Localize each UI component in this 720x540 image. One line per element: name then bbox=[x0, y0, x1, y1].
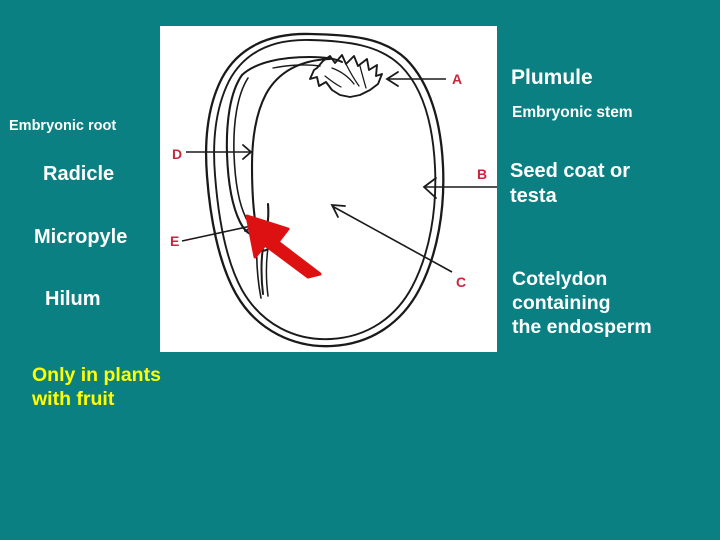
plumule-vein-4 bbox=[324, 75, 342, 88]
arrowhead-a bbox=[385, 71, 399, 87]
label-plumule: Plumule bbox=[511, 66, 593, 89]
radicle-hook-top-detail bbox=[272, 64, 321, 69]
micropyle-seam bbox=[260, 247, 264, 295]
arrowhead-b bbox=[422, 177, 437, 199]
cotyledon-boundary-upper bbox=[250, 57, 332, 234]
label-embryonic-root: Embryonic root bbox=[9, 118, 117, 134]
hilum-pointer-arrow-shape bbox=[245, 214, 322, 279]
micropyle-seam-inner bbox=[265, 247, 269, 297]
arrowhead-c bbox=[330, 203, 346, 218]
diagram-letter-c: C bbox=[456, 274, 466, 290]
plumule-vein-3 bbox=[359, 65, 367, 89]
diagram-letter-e: E bbox=[170, 233, 179, 249]
diagram-letter-a: A bbox=[452, 71, 462, 87]
plumule-vein-1 bbox=[331, 67, 355, 85]
label-micropyle: Micropyle bbox=[34, 226, 128, 248]
label-only-in-plants-with-fruit-note: Only in plants with fruit bbox=[32, 364, 161, 411]
seed-coat-outer bbox=[204, 32, 445, 348]
diagram-letter-d: D bbox=[172, 146, 182, 162]
leader-lines-group bbox=[181, 78, 497, 273]
seed-diagram-panel: A B C D E bbox=[160, 26, 497, 352]
arrowhead-d bbox=[242, 144, 253, 160]
radicle-hook-top bbox=[241, 56, 343, 76]
hilum-pointer-arrow bbox=[245, 214, 322, 279]
plumule-vein-2 bbox=[345, 63, 360, 87]
seed-diagram-illustration: A B C D E bbox=[160, 26, 497, 352]
seed-coat-inner bbox=[213, 39, 437, 341]
diagram-letter-b: B bbox=[477, 166, 487, 182]
label-hilum: Hilum bbox=[45, 288, 101, 310]
diagram-background bbox=[160, 26, 497, 352]
label-embryonic-stem: Embryonic stem bbox=[512, 104, 633, 121]
label-cotelydon-containing-the-endosperm: Cotelydon containing the endosperm bbox=[512, 268, 652, 338]
label-radicle: Radicle bbox=[43, 163, 115, 185]
leader-line-e bbox=[181, 224, 257, 242]
leader-line-c bbox=[331, 205, 453, 273]
label-seed-coat-or-testa: Seed coat or testa bbox=[510, 160, 631, 207]
